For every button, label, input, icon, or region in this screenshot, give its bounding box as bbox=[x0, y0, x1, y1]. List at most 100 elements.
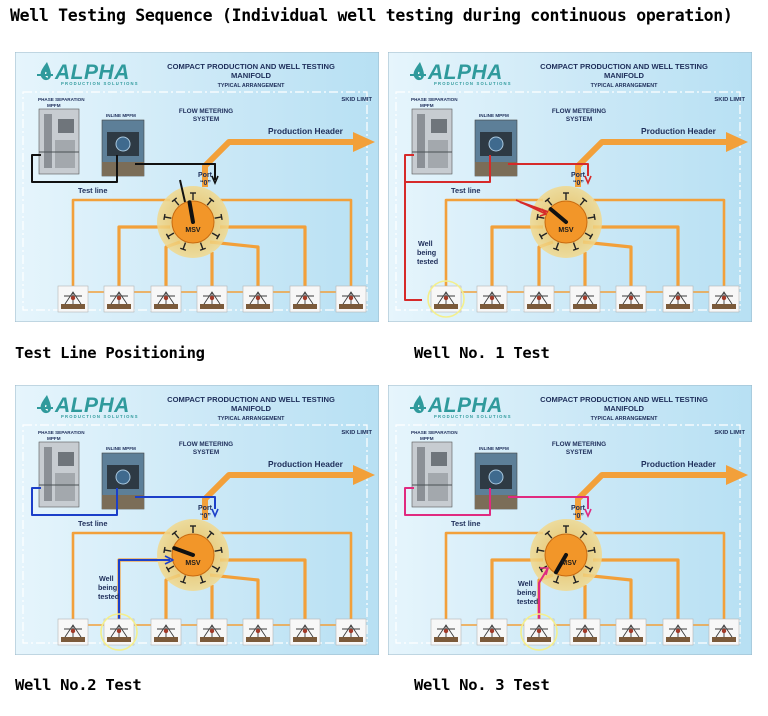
diagram-title: COMPACT PRODUCTION AND WELL TESTING bbox=[540, 62, 708, 71]
test-line-label: Test line bbox=[78, 519, 107, 528]
wellhead-icon bbox=[569, 618, 601, 646]
wellhead-icon bbox=[57, 285, 89, 313]
logo-tagline: PRODUCTION SOLUTIONS bbox=[434, 414, 512, 419]
inline-mpfm-label: INLINE MPFM bbox=[479, 446, 509, 451]
well-being-tested-label-line2: being bbox=[417, 248, 436, 257]
wellhead-row bbox=[430, 618, 740, 646]
wellhead-icon bbox=[242, 618, 274, 646]
panel-caption: Well No.2 Test bbox=[15, 676, 142, 694]
production-header-arrow bbox=[726, 132, 748, 152]
production-header-pipe bbox=[575, 139, 728, 187]
msv-selector-pointer bbox=[187, 200, 195, 224]
wellhead-icon bbox=[662, 285, 694, 313]
msv-selector-pointer bbox=[548, 207, 568, 224]
wellhead-icon bbox=[430, 285, 462, 313]
diagram-title: COMPACT PRODUCTION AND WELL TESTING bbox=[167, 395, 335, 404]
inline-mpfm-label: INLINE MPFM bbox=[479, 113, 509, 118]
diagram-subtitle: TYPICAL ARRANGEMENT bbox=[591, 416, 658, 422]
well-being-tested-label: Well bbox=[518, 579, 533, 588]
test-line-arrow bbox=[211, 175, 219, 186]
wellhead-icon bbox=[615, 285, 647, 313]
port-label: Port bbox=[198, 172, 213, 179]
msv-label: MSV bbox=[185, 560, 201, 567]
wellhead-icon bbox=[289, 285, 321, 313]
skid-limit-label: SKID LIMIT bbox=[341, 430, 372, 436]
wellhead-icon bbox=[615, 618, 647, 646]
production-header-arrow bbox=[726, 465, 748, 485]
wellhead-icon bbox=[103, 618, 135, 646]
production-header-label: Production Header bbox=[268, 459, 344, 469]
inline-mpfm-photo bbox=[474, 119, 518, 177]
test-line-label: Test line bbox=[78, 186, 107, 195]
inline-mpfm-label: INLINE MPFM bbox=[106, 113, 136, 118]
wellhead-row bbox=[57, 618, 367, 646]
phase-separation-mpfm-label: MPFM bbox=[47, 103, 61, 108]
test-line-arrow bbox=[584, 175, 592, 186]
production-header-arrow bbox=[353, 465, 375, 485]
wellhead-icon bbox=[662, 618, 694, 646]
logo-wordmark: ALPHA bbox=[54, 394, 130, 417]
phase-separation-mpfm-label: MPFM bbox=[420, 103, 434, 108]
production-header-pipe bbox=[575, 472, 728, 520]
test-line-label: Test line bbox=[451, 186, 480, 195]
diagram-title-line2: MANIFOLD bbox=[231, 71, 272, 80]
flow-metering-label: FLOW METERING bbox=[179, 441, 233, 448]
phase-separation-mpfm-label: MPFM bbox=[420, 436, 434, 441]
inline-mpfm-photo bbox=[474, 452, 518, 510]
logo-tagline: PRODUCTION SOLUTIONS bbox=[61, 414, 139, 419]
wellhead-icon bbox=[476, 285, 508, 313]
production-header-pipe bbox=[202, 139, 355, 187]
wellhead-row bbox=[430, 285, 740, 313]
port-label: Port bbox=[571, 172, 586, 179]
diagram-subtitle: TYPICAL ARRANGEMENT bbox=[218, 83, 285, 89]
wellhead-icon bbox=[430, 618, 462, 646]
wellhead-icon bbox=[335, 618, 367, 646]
skid-limit-boundary bbox=[22, 424, 368, 644]
flow-metering-system-label: SYSTEM bbox=[566, 116, 592, 123]
test-line bbox=[404, 487, 589, 622]
skid-limit-label: SKID LIMIT bbox=[714, 430, 745, 436]
msv-selector-pointer bbox=[172, 546, 195, 557]
test-line-label: Test line bbox=[451, 519, 480, 528]
logo-wordmark: ALPHA bbox=[427, 61, 503, 84]
diagram-title: COMPACT PRODUCTION AND WELL TESTING bbox=[540, 395, 708, 404]
wellhead-icon bbox=[476, 618, 508, 646]
wellhead-icon bbox=[150, 285, 182, 313]
wellhead-icon bbox=[523, 285, 555, 313]
production-header-arrow bbox=[353, 132, 375, 152]
production-header-label: Production Header bbox=[641, 459, 717, 469]
test-line bbox=[31, 154, 216, 203]
msv-port-stubs bbox=[163, 192, 223, 251]
phase-separation-mpfm-label: MPFM bbox=[47, 436, 61, 441]
msv-port-stubs bbox=[536, 192, 596, 251]
well-highlight-ring bbox=[100, 613, 138, 651]
well-being-tested-label-line3: tested bbox=[417, 257, 438, 266]
msv-port-stubs bbox=[536, 525, 596, 584]
panel-caption: Test Line Positioning bbox=[15, 344, 205, 362]
panel-caption: Well No. 3 Test bbox=[414, 676, 550, 694]
flow-metering-label: FLOW METERING bbox=[552, 441, 606, 448]
skid-limit-label: SKID LIMIT bbox=[714, 97, 745, 103]
flow-metering-label: FLOW METERING bbox=[552, 108, 606, 115]
inline-mpfm-label: INLINE MPFM bbox=[106, 446, 136, 451]
logo-tagline: PRODUCTION SOLUTIONS bbox=[434, 81, 512, 86]
logo-wordmark: ALPHA bbox=[54, 61, 130, 84]
well-being-tested-label: Well bbox=[418, 239, 433, 248]
production-header-label: Production Header bbox=[268, 126, 344, 136]
wellhead-icon bbox=[103, 285, 135, 313]
test-line bbox=[31, 487, 216, 622]
wellhead-icon bbox=[708, 285, 740, 313]
wellhead-icon bbox=[708, 618, 740, 646]
phase-separation-mpfm-photo bbox=[411, 108, 453, 175]
diagram-subtitle: TYPICAL ARRANGEMENT bbox=[218, 416, 285, 422]
port-label: Port bbox=[198, 505, 213, 512]
